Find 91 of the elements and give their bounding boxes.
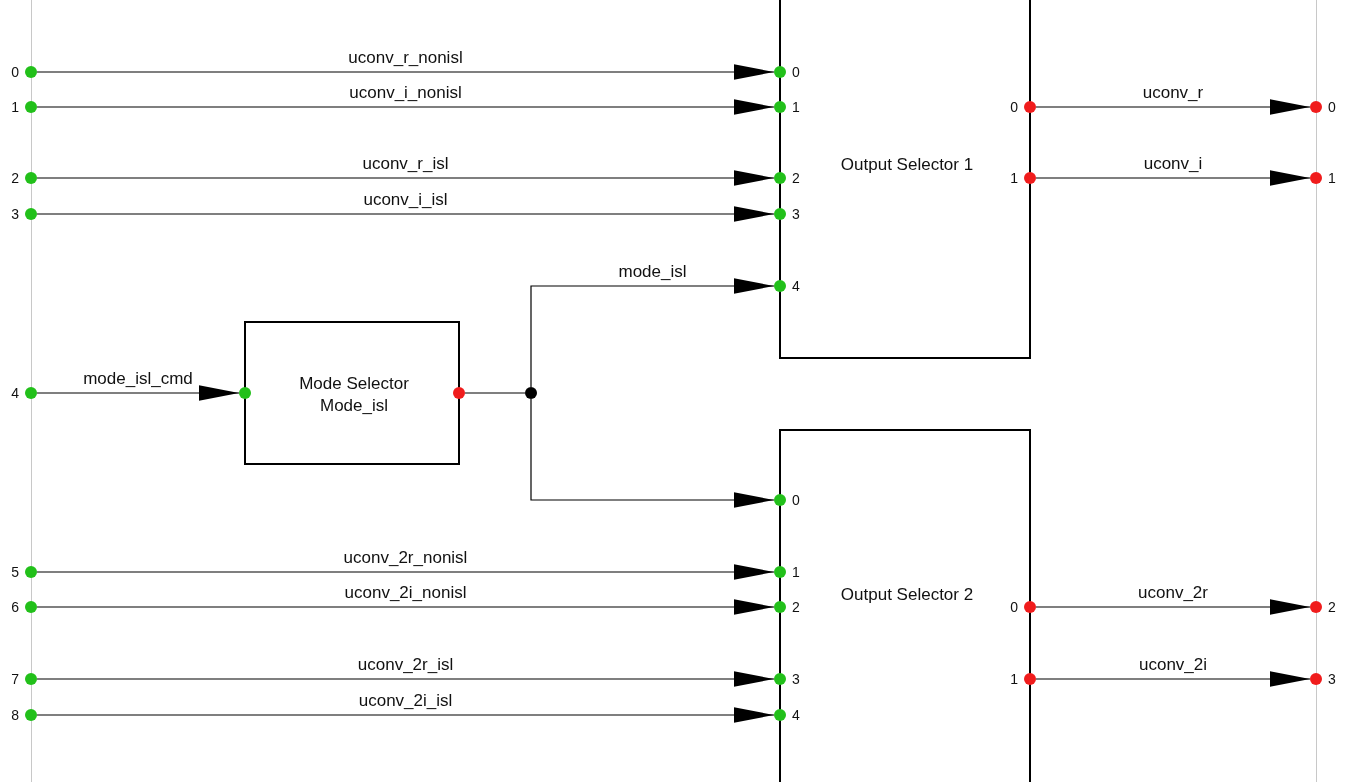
arrow bbox=[36, 564, 775, 580]
input-port-dot bbox=[774, 494, 786, 506]
port-number: 3 bbox=[792, 206, 800, 222]
port-number: 3 bbox=[1328, 671, 1336, 687]
input-port-dot bbox=[25, 673, 37, 685]
port-number: 0 bbox=[1010, 99, 1018, 115]
input-port-dot bbox=[774, 66, 786, 78]
input-port-dot bbox=[774, 208, 786, 220]
edge-label: uconv_r bbox=[1142, 83, 1204, 103]
port-number: 6 bbox=[11, 599, 19, 615]
edge-label: mode_isl bbox=[618, 262, 687, 282]
arrow bbox=[36, 99, 775, 115]
edge-label: uconv_2i_nonisl bbox=[344, 583, 467, 603]
arrow bbox=[1035, 99, 1311, 115]
input-port-dot bbox=[25, 387, 37, 399]
arrow bbox=[1035, 671, 1311, 687]
arrow bbox=[530, 278, 775, 388]
input-port-dot bbox=[774, 566, 786, 578]
input-port-dot bbox=[25, 101, 37, 113]
arrow bbox=[36, 599, 775, 615]
output-port-dot bbox=[1024, 673, 1036, 685]
port-number: 3 bbox=[792, 671, 800, 687]
block-label: Output Selector 2 bbox=[839, 584, 975, 606]
edge-label: mode_isl_cmd bbox=[83, 369, 193, 389]
port-number: 5 bbox=[11, 564, 19, 580]
arrow bbox=[530, 398, 775, 508]
edge-label: uconv_2r_nonisl bbox=[343, 548, 468, 568]
edge-label: uconv_i_isl bbox=[363, 190, 448, 210]
mode-selector-box bbox=[244, 321, 460, 465]
arrow bbox=[1035, 170, 1311, 186]
port-number: 1 bbox=[1010, 671, 1018, 687]
port-number: 1 bbox=[792, 99, 800, 115]
edge-label: uconv_i bbox=[1143, 154, 1203, 174]
arrow bbox=[36, 206, 775, 222]
port-number: 2 bbox=[1328, 599, 1336, 615]
port-number: 4 bbox=[792, 707, 800, 723]
arrow bbox=[1035, 599, 1311, 615]
port-number: 7 bbox=[11, 671, 19, 687]
edge-label: uconv_2r_isl bbox=[357, 655, 454, 675]
input-port-dot bbox=[774, 709, 786, 721]
arrow bbox=[36, 707, 775, 723]
input-port-dot bbox=[25, 601, 37, 613]
port-number: 2 bbox=[792, 599, 800, 615]
edge-label: uconv_2i_isl bbox=[358, 691, 453, 711]
output-port-dot bbox=[1310, 101, 1322, 113]
input-port-dot bbox=[774, 172, 786, 184]
port-number: 2 bbox=[792, 170, 800, 186]
junction-dot bbox=[525, 387, 537, 399]
input-port-dot bbox=[25, 172, 37, 184]
output-port-dot bbox=[1024, 601, 1036, 613]
input-port-dot bbox=[25, 208, 37, 220]
block-label: Output Selector 1 bbox=[839, 154, 975, 176]
block-label: Mode Selector Mode_isl bbox=[298, 373, 410, 417]
input-port-dot bbox=[774, 280, 786, 292]
port-number: 4 bbox=[11, 385, 19, 401]
output-port-dot bbox=[453, 387, 465, 399]
port-number: 0 bbox=[11, 64, 19, 80]
port-number: 0 bbox=[1010, 599, 1018, 615]
port-number: 8 bbox=[11, 707, 19, 723]
port-number: 1 bbox=[11, 99, 19, 115]
input-port-dot bbox=[239, 387, 251, 399]
arrow bbox=[36, 671, 775, 687]
input-port-dot bbox=[25, 566, 37, 578]
port-number: 4 bbox=[792, 278, 800, 294]
arrow bbox=[36, 385, 240, 401]
port-number: 1 bbox=[1010, 170, 1018, 186]
edge-label: uconv_2r bbox=[1138, 583, 1208, 603]
output-port-dot bbox=[1310, 673, 1322, 685]
output-port-dot bbox=[1024, 172, 1036, 184]
port-number: 2 bbox=[11, 170, 19, 186]
input-port-dot bbox=[774, 673, 786, 685]
input-port-dot bbox=[25, 66, 37, 78]
port-number: 1 bbox=[1328, 170, 1336, 186]
port-number: 1 bbox=[792, 564, 800, 580]
edge-label: uconv_r_nonisl bbox=[348, 48, 463, 68]
connector-line bbox=[464, 392, 526, 394]
port-number: 0 bbox=[1328, 99, 1336, 115]
output-port-dot bbox=[1310, 601, 1322, 613]
arrow bbox=[36, 170, 775, 186]
port-number: 0 bbox=[792, 492, 800, 508]
edge-label: uconv_2i bbox=[1138, 655, 1208, 675]
output-port-dot bbox=[1310, 172, 1322, 184]
edge-label: uconv_r_isl bbox=[362, 154, 449, 174]
edge-label: uconv_i_nonisl bbox=[349, 83, 462, 103]
input-port-dot bbox=[774, 101, 786, 113]
port-number: 0 bbox=[792, 64, 800, 80]
input-port-dot bbox=[774, 601, 786, 613]
output-port-dot bbox=[1024, 101, 1036, 113]
input-port-dot bbox=[25, 709, 37, 721]
arrow bbox=[36, 64, 775, 80]
port-number: 3 bbox=[11, 206, 19, 222]
